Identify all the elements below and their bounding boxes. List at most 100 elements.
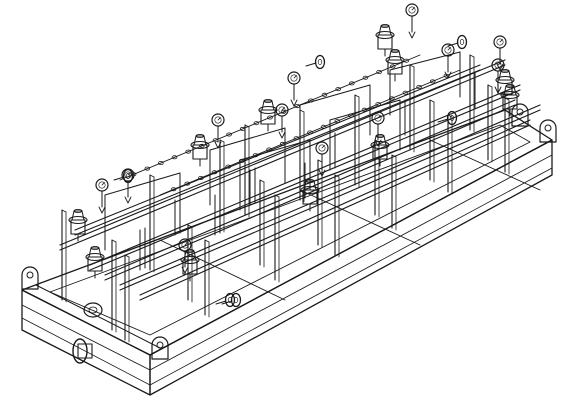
- tubing-fitting: [279, 141, 286, 146]
- tubing-fitting: [307, 130, 313, 135]
- tubing-fitting: [416, 85, 422, 90]
- support-post: [61, 209, 67, 303]
- gauge-dial: [95, 178, 109, 192]
- gauge-needle: [499, 39, 503, 43]
- gauge-dial: [211, 113, 225, 127]
- tubing-fitting: [321, 92, 328, 97]
- pressure-gauge: [405, 3, 419, 39]
- lug-hole: [156, 341, 164, 349]
- regulator-cap: [375, 133, 385, 139]
- regulator-valve: [190, 133, 210, 167]
- gauge-face-ring: [181, 241, 189, 249]
- tubing-fitting: [253, 121, 260, 126]
- gauge-dial: [287, 71, 301, 85]
- regulator-valve: [85, 245, 105, 279]
- gauge-dial: [178, 238, 192, 252]
- support-post: [391, 154, 397, 231]
- skid-drain-nozzle: [83, 302, 103, 318]
- nozzle-pipe: [447, 42, 459, 47]
- process-pipe-lines: [59, 54, 541, 301]
- nozzle-flange: [446, 110, 458, 126]
- tubing-fitting: [170, 187, 177, 192]
- regulator-cap: [73, 208, 83, 214]
- regulator-valve: [375, 23, 395, 57]
- pipe-edge: [74, 69, 481, 236]
- pipe-edge: [104, 104, 516, 281]
- support-post-cap: [409, 64, 415, 68]
- gauge-face-ring: [374, 114, 382, 122]
- tubing-fitting: [252, 153, 259, 158]
- tubing-fitting: [184, 181, 191, 186]
- regulator-spring-case: [388, 50, 402, 61]
- tubing-fitting: [389, 64, 396, 69]
- regulator-cap: [505, 83, 515, 89]
- support-post: [149, 174, 155, 273]
- regulator-bonnet: [300, 185, 320, 195]
- gauge-face-ring: [278, 106, 286, 114]
- regulator-valve: [500, 83, 520, 117]
- tubing-fitting: [171, 155, 178, 160]
- skid-front-bottom-line: [149, 167, 553, 386]
- regulator-bonnet: [190, 140, 210, 150]
- tubing-fitting: [308, 98, 314, 103]
- tubing-fitting: [198, 175, 204, 180]
- frame-outline: [239, 139, 311, 211]
- tubing-fitting: [239, 126, 246, 131]
- lifting-lug: [21, 266, 39, 290]
- regulator-spring-case: [261, 100, 275, 111]
- tubing-fitting: [225, 164, 232, 169]
- gauge-needle: [321, 145, 325, 149]
- regulator-cap: [263, 98, 273, 104]
- pipe-run: [139, 119, 531, 301]
- skid-left-face: [21, 289, 151, 396]
- skid-front-flange-line: [149, 154, 553, 371]
- nozzle-bore: [233, 297, 239, 303]
- support-frames: [61, 51, 510, 343]
- support-post-cap: [317, 159, 323, 163]
- support-post: [204, 239, 210, 318]
- regulator-valve: [495, 68, 515, 102]
- pressure-gauge: [315, 141, 329, 177]
- pipe-riser: [329, 132, 336, 171]
- gauge-face-ring: [444, 46, 452, 54]
- pipe-riser: [299, 162, 306, 201]
- support-post-cap: [219, 139, 225, 143]
- front-nozzle-flange: [72, 338, 88, 364]
- flanged-nozzle: [221, 292, 242, 308]
- pipe-riser: [214, 192, 221, 236]
- gauge-dial: [441, 43, 455, 57]
- nozzle-pipe: [113, 176, 125, 181]
- support-post-cap: [204, 239, 210, 243]
- pressure-gauge: [211, 113, 225, 149]
- gauge-face-ring: [124, 171, 132, 179]
- pipe-riser: [174, 197, 181, 236]
- skid-left-bottom-line: [21, 317, 151, 386]
- tubing-line: [159, 69, 461, 196]
- support-post-cap: [259, 179, 265, 183]
- lug-hole: [26, 271, 34, 279]
- regulator-valve: [370, 133, 390, 167]
- regulator-valve: [300, 178, 320, 212]
- gauge-siphon: [444, 71, 452, 79]
- tubing-fitting: [293, 136, 300, 141]
- gauge-siphon: [278, 131, 286, 139]
- pipe-edge: [104, 99, 516, 276]
- flanged-nozzle: [113, 168, 134, 184]
- pipe-edge: [74, 64, 481, 231]
- tubing-fitting: [376, 70, 382, 75]
- support-post: [469, 54, 475, 133]
- regulator-valve: [258, 98, 278, 132]
- frame-outline: [389, 51, 461, 116]
- gauge-dial: [491, 58, 505, 72]
- support-post-cap: [299, 109, 305, 113]
- support-post-cap: [61, 209, 67, 213]
- gauge-siphon: [496, 63, 504, 71]
- gauge-face-ring: [290, 74, 298, 82]
- tubing-fitting: [429, 79, 436, 84]
- gauge-dial: [315, 141, 329, 155]
- nozzle-bore: [317, 59, 323, 65]
- pressure-gauge: [275, 103, 289, 139]
- pipe-riser: [249, 167, 256, 206]
- regulator-bonnet: [180, 255, 200, 265]
